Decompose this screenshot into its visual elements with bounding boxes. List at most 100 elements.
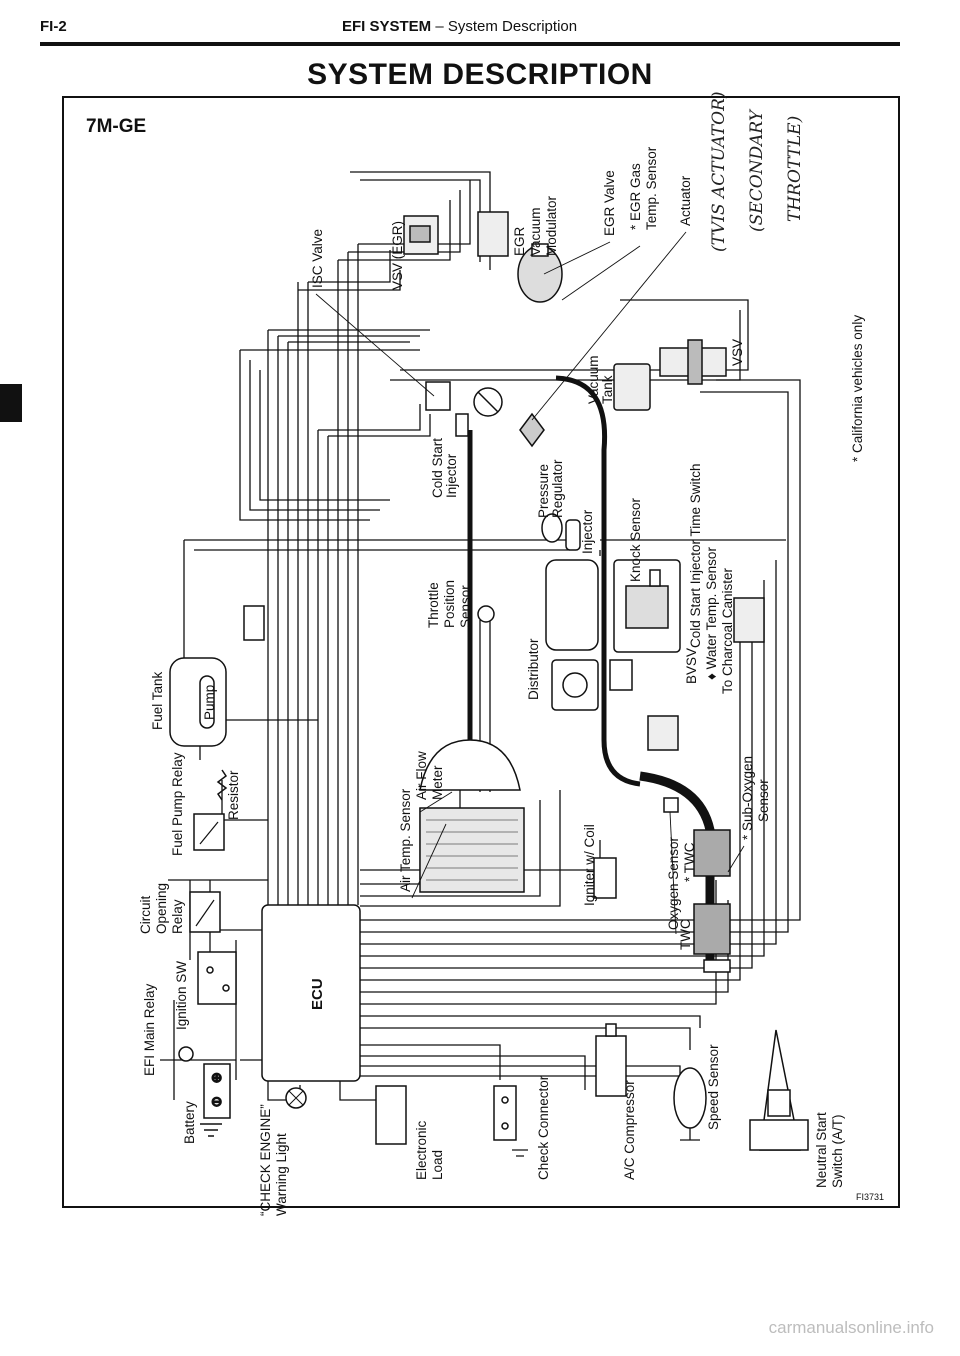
speed-sensor-shape [673, 1067, 707, 1129]
label-egr-modulator-2: Vacuum [528, 207, 543, 256]
label-pressure-regulator-2: Regulator [550, 459, 565, 518]
air-cleaner-shape [419, 807, 525, 893]
label-twc-star: * TWC [682, 842, 697, 882]
label-ecu: ECU [309, 978, 326, 1010]
label-egr-modulator-1: EGR [512, 226, 527, 256]
label-california-note: * California vehicles only [850, 315, 865, 462]
label-check-connector: Check Connector [536, 1075, 551, 1180]
label-air-flow-meter-1: Air Flow [414, 751, 429, 800]
header-title: EFI SYSTEM – System Description [342, 18, 577, 35]
label-vsv-egr: VSV (EGR) [390, 221, 405, 290]
exhaust-pipe-shape [639, 771, 715, 960]
label-twc: TWC [678, 919, 693, 950]
label-resistor: Resistor [226, 770, 241, 820]
injector-shape [565, 519, 581, 551]
label-cold-start-injector-2: Injector [444, 453, 459, 498]
components: ⊕ ⊖ [169, 211, 809, 1157]
header-system: EFI SYSTEM [342, 18, 432, 35]
label-pump: Pump [202, 685, 217, 720]
label-electronic-load-1: Electronic [414, 1120, 429, 1180]
label-bvsv: BVSV [684, 648, 699, 684]
electronic-load-shape [375, 1085, 407, 1145]
label-ignition-sw: Ignition SW [174, 961, 189, 1030]
bvsv-shape [647, 715, 679, 751]
header-rule [40, 42, 900, 46]
twc-1-shape [693, 829, 731, 877]
label-egr-gas-temp-2: Temp. Sensor [644, 146, 659, 230]
label-vacuum-tank-2: Tank [600, 375, 615, 404]
label-battery: Battery [182, 1101, 197, 1144]
label-vacuum-tank-1: Vacuum [586, 355, 601, 404]
label-actuator: Actuator [678, 175, 693, 226]
pressure-regulator-shape [541, 513, 563, 543]
resistor-shape [216, 769, 228, 801]
label-check-engine-1: “CHECK ENGINE” [258, 1104, 273, 1216]
ignition-switch-shape [197, 951, 237, 1005]
label-neutral-start-1: Neutral Start [814, 1112, 829, 1188]
label-cold-start-injector-1: Cold Start [430, 438, 445, 498]
actuator-shape [519, 412, 545, 448]
svg-text:⊕: ⊕ [211, 1070, 222, 1085]
label-distributor: Distributor [526, 638, 541, 700]
fuel-pump-relay-shape [193, 813, 225, 851]
cold-start-injector-shape [455, 413, 469, 437]
page-number: FI-2 [40, 18, 67, 35]
handwriting-line-2: (SECONDARY [747, 108, 767, 232]
label-to-charcoal-canister: To Charcoal Canister [720, 567, 735, 694]
ecu-box [261, 904, 361, 1082]
label-ac-compressor: A/C Compressor [622, 1080, 637, 1180]
throttle-position-sensor-shape [477, 605, 495, 623]
label-air-flow-meter-2: Meter [430, 765, 445, 800]
handwritten-note: (TVIS ACTUATOR) (SECONDARY THROTTLE) [709, 92, 805, 253]
label-check-engine-2: Warning Light [274, 1133, 289, 1216]
label-sub-oxygen-2: Sensor [756, 779, 771, 822]
wiring-harness [160, 171, 801, 1101]
label-knock-sensor: Knock Sensor [628, 497, 643, 582]
label-water-temp-sensor: ♦ Water Temp. Sensor [704, 547, 719, 680]
label-egr-modulator-3: Modulator [544, 195, 559, 256]
ac-compressor-shape [595, 1035, 627, 1097]
label-efi-main-relay: EFI Main Relay [142, 983, 157, 1076]
charcoal-canister-shape [733, 597, 765, 643]
engine-head-shape [545, 559, 599, 651]
label-vsv: VSV [730, 339, 745, 366]
vacuum-tank-shape [613, 363, 651, 411]
fuel-pump-shape [199, 675, 215, 729]
header-dash: – [431, 18, 448, 35]
label-speed-sensor: Speed Sensor [706, 1044, 721, 1130]
label-neutral-start-2: Switch (A/T) [830, 1114, 845, 1188]
oxygen-sensor-shape [663, 797, 679, 813]
efi-main-relay-shape [178, 1046, 194, 1062]
watermark: carmanualsonline.info [768, 1318, 934, 1337]
igniter-coil-shape [593, 857, 617, 899]
diagram-frame [62, 96, 900, 1208]
battery-shape [203, 1063, 231, 1119]
label-injector: Injector [580, 509, 595, 554]
label-sub-oxygen-1: * Sub-Oxygen [740, 756, 755, 840]
handwriting-line-1: (TVIS ACTUATOR) [709, 92, 729, 253]
air-flow-meter-shape [419, 739, 521, 791]
fuel-tank-shape [169, 657, 227, 747]
label-circuit-opening-relay-1: Circuit [138, 895, 153, 934]
label-cold-start-time-switch: Cold Start Injector Time Switch [688, 463, 703, 648]
isc-valve-shape [425, 381, 451, 411]
label-egr-valve: EGR Valve [602, 170, 617, 236]
fuel-filter-shape [243, 605, 265, 641]
check-connector-shape [493, 1085, 517, 1141]
label-air-temp-sensor: Air Temp. Sensor [398, 788, 413, 892]
handwriting-line-3: THROTTLE) [785, 116, 805, 222]
label-isc-valve: ISC Valve [310, 229, 325, 288]
component-labels: ISC Valve VSV (EGR) EGR Vacuum Modulator… [138, 146, 884, 1216]
egr-vacuum-modulator-shape [477, 211, 509, 257]
label-tps-3: Sensor [458, 585, 473, 628]
label-tps-2: Position [442, 580, 457, 628]
header-section: System Description [447, 18, 578, 35]
knock-sensor-shape [649, 569, 661, 587]
leader-lines [315, 231, 745, 935]
label-circuit-opening-relay-2: Opening [154, 883, 169, 934]
label-fuel-pump-relay: Fuel Pump Relay [170, 752, 185, 856]
label-tps-1: Throttle [426, 582, 441, 628]
label-fuel-tank: Fuel Tank [150, 671, 165, 730]
svg-text:⊖: ⊖ [211, 1094, 222, 1109]
